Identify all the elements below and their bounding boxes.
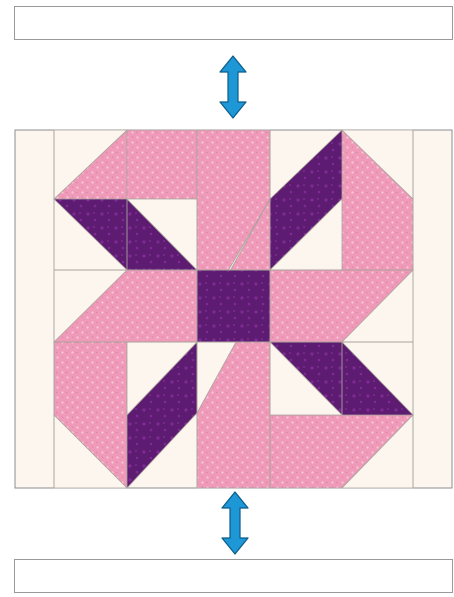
purple-center-square: [197, 270, 270, 342]
double-vertical-arrow-icon: [222, 492, 248, 554]
double-vertical-arrow-icon: [220, 56, 246, 118]
pinwheel-star-quilt-block: [15, 130, 452, 488]
